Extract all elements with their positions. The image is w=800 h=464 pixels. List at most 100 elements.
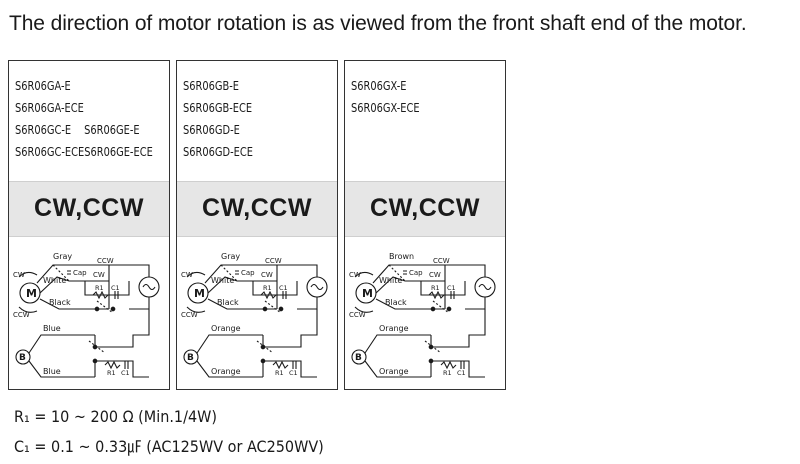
wiring-diagram: CW CCW M Gray White Black Cap CCW CW R1 …: [13, 252, 160, 378]
rotation-label: CW,CCW: [370, 194, 480, 222]
model-number: S6R06GD-E: [183, 123, 240, 137]
ccw-label: CCW: [13, 311, 30, 319]
r1-label-lower: R1: [443, 369, 452, 377]
mid-wire-label: White: [43, 276, 66, 285]
r1-label-upper: R1: [431, 284, 440, 292]
top-wire-label: Gray: [53, 252, 72, 261]
model-number: S6R06GD-ECE: [183, 145, 253, 159]
rotation-band: [177, 181, 337, 237]
ac-source: [138, 276, 160, 298]
resistor-spec: R₁ = 10 ~ 200 Ω (Min.1/4W): [14, 407, 217, 426]
top-wire-label: Brown: [389, 252, 414, 261]
brake-top-wire-label: Blue: [43, 324, 61, 333]
supply-line-top: [109, 264, 150, 277]
top-wire-label: Gray: [221, 252, 240, 261]
mid-lead-wire: [207, 276, 263, 294]
cw-label: CW: [13, 271, 25, 279]
model-row: S6R06GB-ECE: [183, 97, 308, 119]
cap-label: Cap: [73, 269, 87, 277]
model-number: S6R06GC-E: [15, 123, 72, 137]
cw-label-switch: CW: [261, 271, 273, 279]
ccw-label: CCW: [181, 311, 198, 319]
rotation-band: [345, 181, 505, 237]
ccw-label: CCW: [349, 311, 366, 319]
brake-symbol: [183, 349, 199, 365]
c1-label-lower: C1: [457, 369, 466, 377]
model-list: S6R06GB-E S6R06GB-ECE S6R06GD-E S6R06GD-…: [183, 75, 308, 163]
brake-symbol: [15, 349, 31, 365]
mid-lead-wire: [39, 276, 95, 294]
brake-label: B: [187, 353, 194, 363]
ccw-label-switch: CCW: [97, 257, 114, 265]
rotation-label: CW,CCW: [202, 194, 312, 222]
brake-top-wire-label: Orange: [379, 324, 409, 333]
model-list: S6R06GX-E S6R06GX-ECE: [351, 75, 476, 119]
c1-label-upper: C1: [111, 284, 120, 292]
r1-label-lower: R1: [107, 369, 116, 377]
model-list: S6R06GA-E S6R06GA-ECE S6R06GC-E S6R06GE-…: [15, 75, 153, 163]
model-row: S6R06GA-ECE: [15, 97, 140, 119]
supply-line-top: [445, 264, 486, 277]
cw-label-switch: CW: [93, 271, 105, 279]
model-row: S6R06GD-E: [183, 119, 308, 141]
supply-line-bottom: [129, 297, 150, 310]
r1-label-upper: R1: [263, 284, 272, 292]
cw-label-switch: CW: [429, 271, 441, 279]
r1-label-upper: R1: [95, 284, 104, 292]
lower-lead-wire: [375, 298, 431, 310]
brake-top-wire-label: Orange: [211, 324, 241, 333]
model-panel-3: S6R06GX-E S6R06GX-ECE CW,CCW: [344, 60, 506, 390]
brake-bottom-wire: [364, 360, 431, 378]
rotation-label: CW,CCW: [34, 194, 144, 222]
brake-bottom-wire: [196, 360, 263, 378]
brake-top-wire: [364, 334, 431, 354]
mid-lead-wire: [375, 276, 431, 294]
mid-wire-label: White: [211, 276, 234, 285]
model-number: S6R06GA-E: [15, 79, 71, 93]
rotation-band: [9, 181, 169, 237]
model-row: S6R06GD-ECE: [183, 141, 308, 163]
supply-line-bottom: [297, 297, 318, 310]
motor-label: M: [194, 287, 205, 300]
wiring-diagram: CW CCW M Gray White Black Cap CCW CW R1 …: [181, 252, 328, 378]
model-row: S6R06GX-ECE: [351, 97, 476, 119]
cap-label: Cap: [409, 269, 423, 277]
page-heading: The direction of motor rotation is as vi…: [9, 12, 747, 35]
brake-label: B: [355, 353, 362, 363]
motor-label: M: [26, 287, 37, 300]
ccw-label-switch: CCW: [433, 257, 450, 265]
brake-bottom-wire: [28, 360, 95, 378]
brake-symbol: [351, 349, 367, 365]
model-row: S6R06GX-E: [351, 75, 476, 97]
c1-label-upper: C1: [447, 284, 456, 292]
model-panel-1: S6R06GA-E S6R06GA-ECE S6R06GC-E S6R06GE-…: [8, 60, 170, 390]
cw-label: CW: [349, 271, 361, 279]
model-number: S6R06GB-ECE: [183, 101, 253, 115]
brake-bottom-wire-label: Orange: [379, 367, 409, 376]
ac-source: [306, 276, 328, 298]
model-number: S6R06GA-ECE: [15, 101, 84, 115]
model-number: S6R06GC-ECE: [15, 145, 85, 159]
brake-bottom-wire-label: Orange: [211, 367, 241, 376]
brake-bottom-wire-label: Blue: [43, 367, 61, 376]
model-panel-2: S6R06GB-E S6R06GB-ECE S6R06GD-E S6R06GD-…: [176, 60, 338, 390]
cap-label: Cap: [241, 269, 255, 277]
model-row: S6R06GA-E: [15, 75, 140, 97]
model-number: S6R06GB-E: [183, 79, 240, 93]
ac-source: [474, 276, 496, 298]
lower-wire-label: Black: [385, 298, 407, 307]
motor-label: M: [362, 287, 373, 300]
model-number: S6R06GX-E: [351, 79, 407, 93]
brake-top-wire: [28, 334, 95, 354]
model-row: S6R06GC-E S6R06GE-E: [15, 119, 140, 141]
model-number: S6R06GE-E: [84, 123, 140, 137]
model-number: S6R06GE-ECE: [84, 145, 153, 159]
c1-label-lower: C1: [289, 369, 298, 377]
supply-line-top: [277, 264, 318, 277]
model-number: S6R06GX-ECE: [351, 101, 420, 115]
mid-wire-label: White: [379, 276, 402, 285]
brake-label: B: [19, 353, 26, 363]
ccw-label-switch: CCW: [265, 257, 282, 265]
capacitor-spec: C₁ = 0.1 ~ 0.33㎌ (AC125WV or AC250WV): [14, 437, 324, 456]
wiring-diagram: CW CCW M Brown White Black Cap CCW CW R1…: [349, 252, 496, 378]
